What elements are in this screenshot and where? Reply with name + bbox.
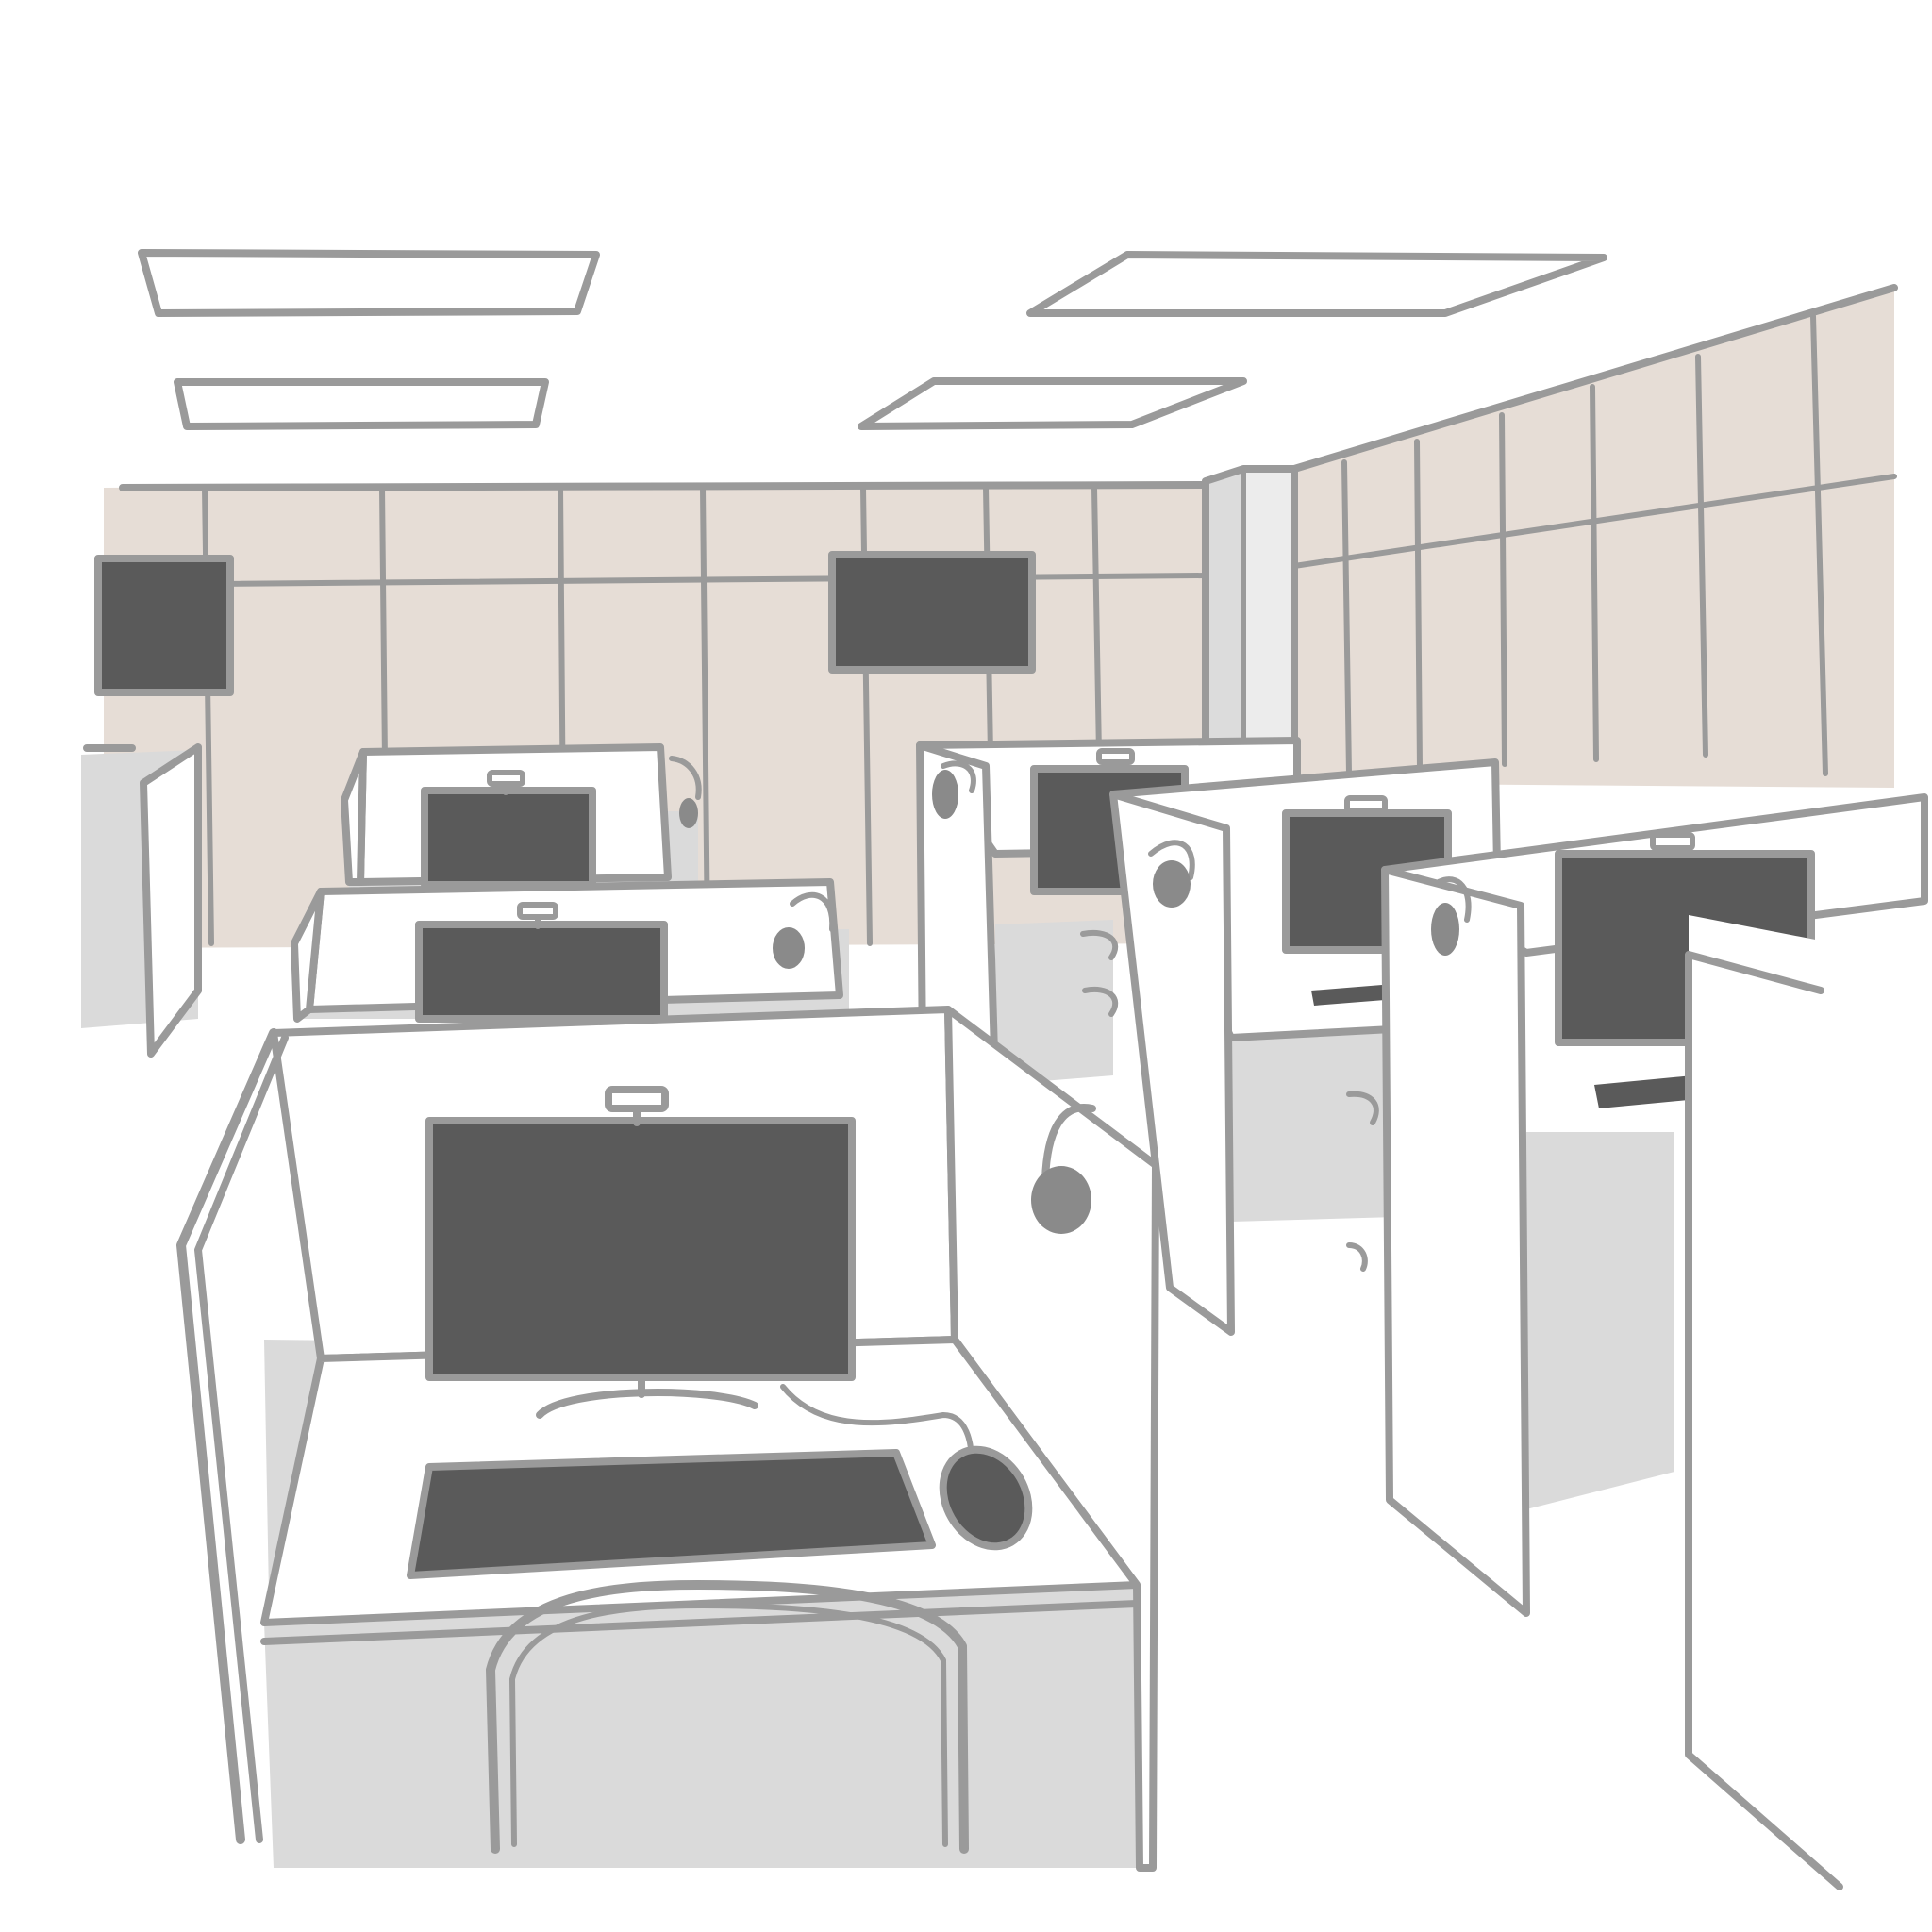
- ceiling-light: [138, 249, 600, 317]
- webcam: [605, 1086, 669, 1126]
- mouse-cable: [780, 1384, 974, 1465]
- webcam: [1344, 795, 1388, 814]
- monitor-screen: [421, 787, 596, 889]
- webcam: [1096, 748, 1135, 765]
- keyboard: [407, 1449, 936, 1579]
- monitor: [425, 1117, 856, 1419]
- chair-arm: [1080, 929, 1119, 1017]
- keyboard: [1594, 1075, 1698, 1108]
- ceiling-light: [174, 378, 549, 430]
- chair-arm: [1346, 1091, 1379, 1272]
- desk-front: [264, 1604, 1151, 1868]
- keyboard: [1311, 985, 1385, 1006]
- headset: [1431, 876, 1472, 956]
- wall-tv-center: [828, 551, 1036, 674]
- office-chair: [486, 1580, 969, 1854]
- headset: [1031, 1104, 1096, 1234]
- headset: [1148, 840, 1195, 908]
- webcam: [487, 770, 525, 795]
- wall-pillar: [1202, 465, 1298, 758]
- ceiling-lights: [138, 249, 1607, 430]
- webcam: [517, 902, 558, 929]
- headset: [773, 891, 836, 969]
- wall-tv-left: [94, 555, 234, 696]
- side-wall-seams: [1341, 313, 1828, 776]
- headset: [669, 756, 702, 828]
- webcam: [1650, 832, 1695, 851]
- cubicle-back-left-2: [291, 878, 849, 1023]
- headset: [932, 760, 976, 819]
- monitor-screen: [415, 921, 668, 1023]
- cubicle-back-left-1: [341, 743, 702, 906]
- door-panel-right: [1685, 915, 1932, 1932]
- cubicle-front: [176, 1006, 1159, 1872]
- ceiling-light: [858, 377, 1247, 430]
- cubicle-left-edge: [81, 743, 202, 1058]
- mouse: [939, 1445, 1033, 1551]
- side-wall: [1291, 284, 1898, 788]
- monitor-screen: [425, 1117, 856, 1381]
- ceiling-light: [1026, 251, 1607, 317]
